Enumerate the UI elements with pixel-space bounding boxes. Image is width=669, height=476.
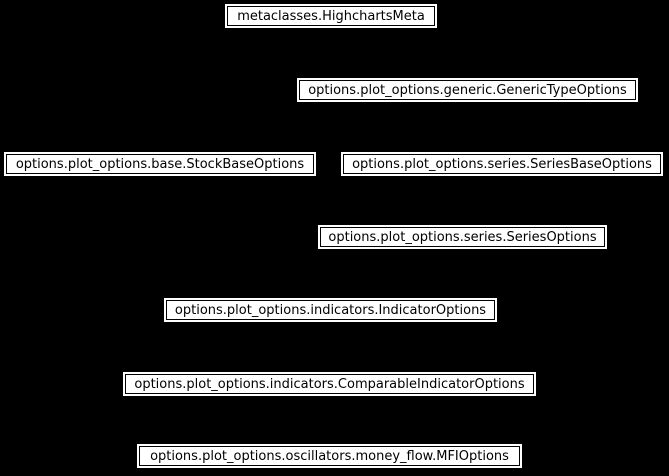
- class-node-indicator-options[interactable]: options.plot_options.indicators.Indicato…: [164, 298, 497, 322]
- class-node-mfi-options[interactable]: options.plot_options.oscillators.money_f…: [137, 444, 522, 468]
- class-node-highcharts-meta[interactable]: metaclasses.HighchartsMeta: [225, 4, 437, 28]
- class-node-series-options[interactable]: options.plot_options.series.SeriesOption…: [318, 225, 607, 249]
- class-node-series-base-options[interactable]: options.plot_options.series.SeriesBaseOp…: [341, 152, 663, 176]
- class-node-generic-type-options[interactable]: options.plot_options.generic.GenericType…: [297, 78, 638, 102]
- class-node-comparable-indicator-options[interactable]: options.plot_options.indicators.Comparab…: [123, 372, 536, 396]
- class-node-stock-base-options[interactable]: options.plot_options.base.StockBaseOptio…: [4, 152, 316, 176]
